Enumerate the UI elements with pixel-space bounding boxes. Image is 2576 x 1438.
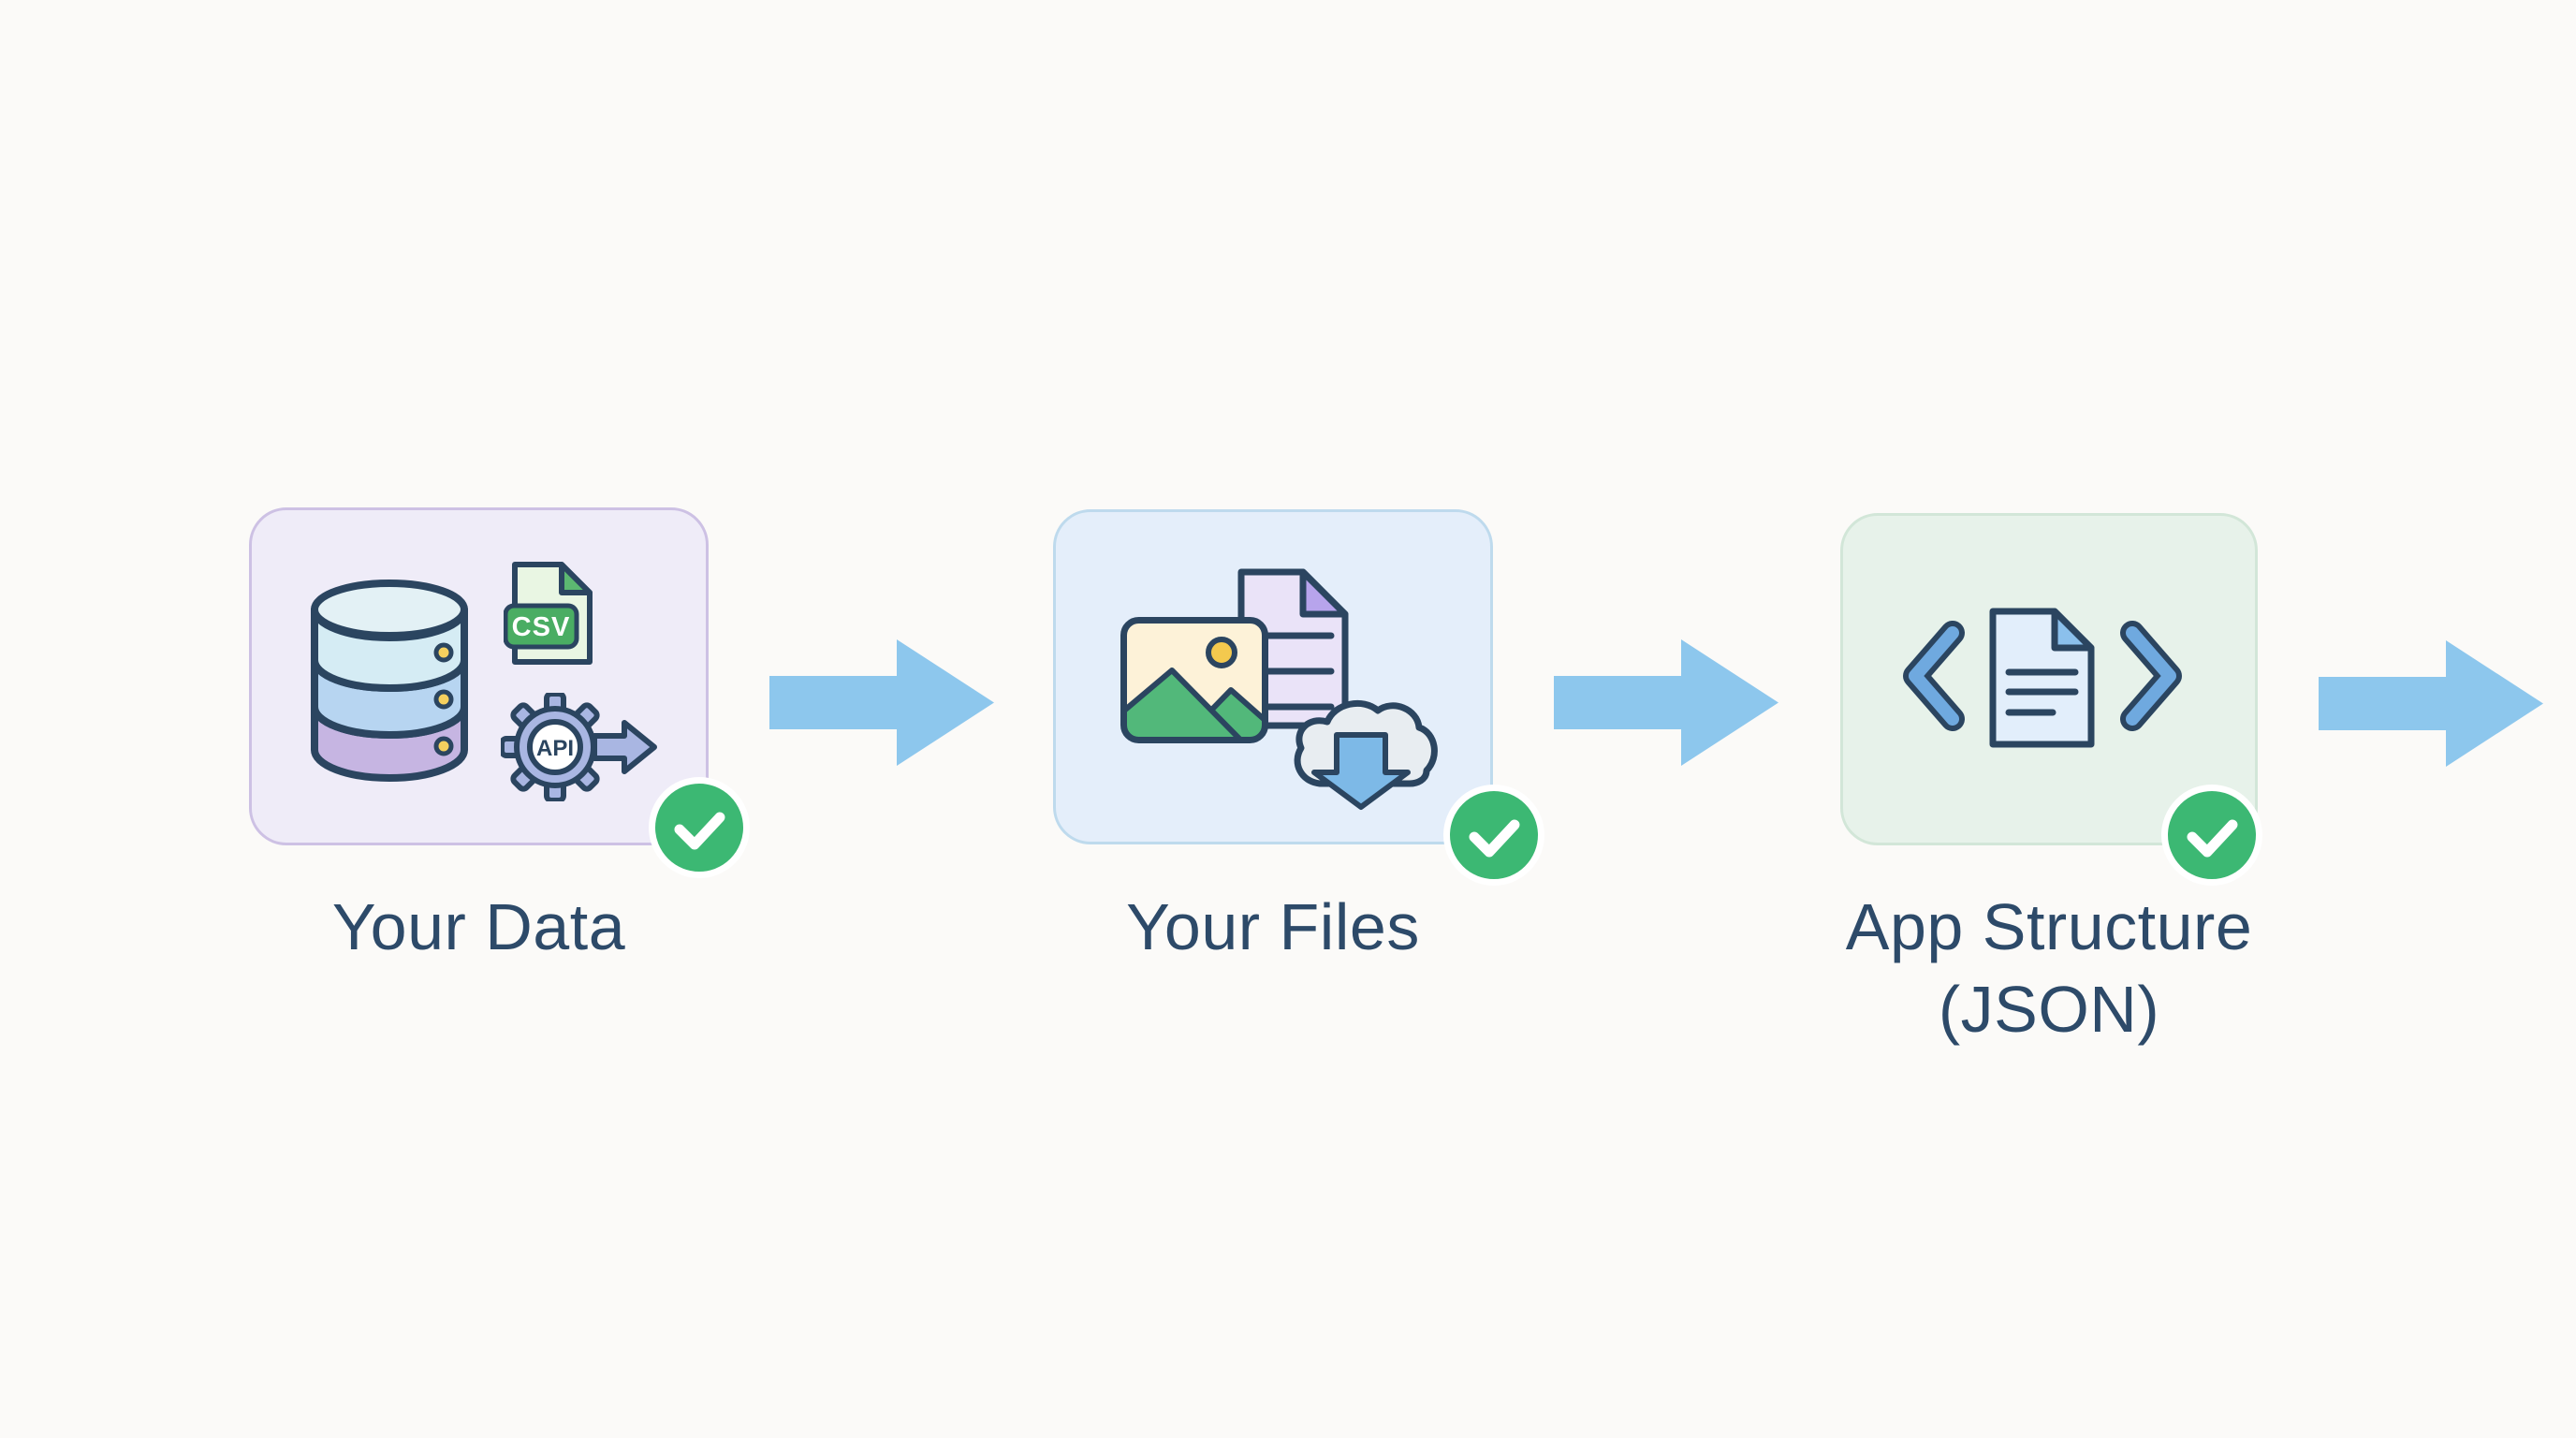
cloud-download-icon — [1294, 699, 1438, 810]
flow-arrow-icon — [2319, 640, 2543, 767]
step-label-text: App Structure — [1845, 890, 2253, 963]
step-label-your-data: Your Data — [249, 886, 709, 968]
step-label-text-line2: (JSON) — [1938, 973, 2160, 1046]
api-gear-icon: API — [501, 693, 657, 801]
step-label-your-files: Your Files — [1053, 886, 1493, 968]
step-your-data: CSV API Your Data — [249, 507, 750, 976]
flow-arrow-icon — [1554, 639, 1778, 766]
csv-file-icon: CSV — [504, 562, 593, 665]
flow-arrow-icon — [769, 639, 994, 766]
checkmark-icon — [2161, 785, 2262, 886]
checkmark-icon — [1443, 785, 1544, 886]
image-icon — [1120, 617, 1268, 743]
csv-badge-label: CSV — [512, 612, 571, 642]
step-label-text: Your Data — [331, 890, 626, 963]
json-document-icon — [1989, 608, 2095, 748]
step-your-files: Your Files — [1053, 509, 1544, 977]
code-bracket-right-icon — [2120, 621, 2182, 731]
code-bracket-left-icon — [1903, 621, 1965, 731]
step-app-structure: App Structure (JSON) — [1840, 513, 2262, 1075]
step-label-app-structure: App Structure (JSON) — [1840, 886, 2258, 1050]
checkmark-icon — [649, 777, 750, 878]
api-gear-label: API — [536, 736, 574, 761]
database-icon — [311, 580, 468, 782]
step-label-text: Your Files — [1126, 890, 1420, 963]
